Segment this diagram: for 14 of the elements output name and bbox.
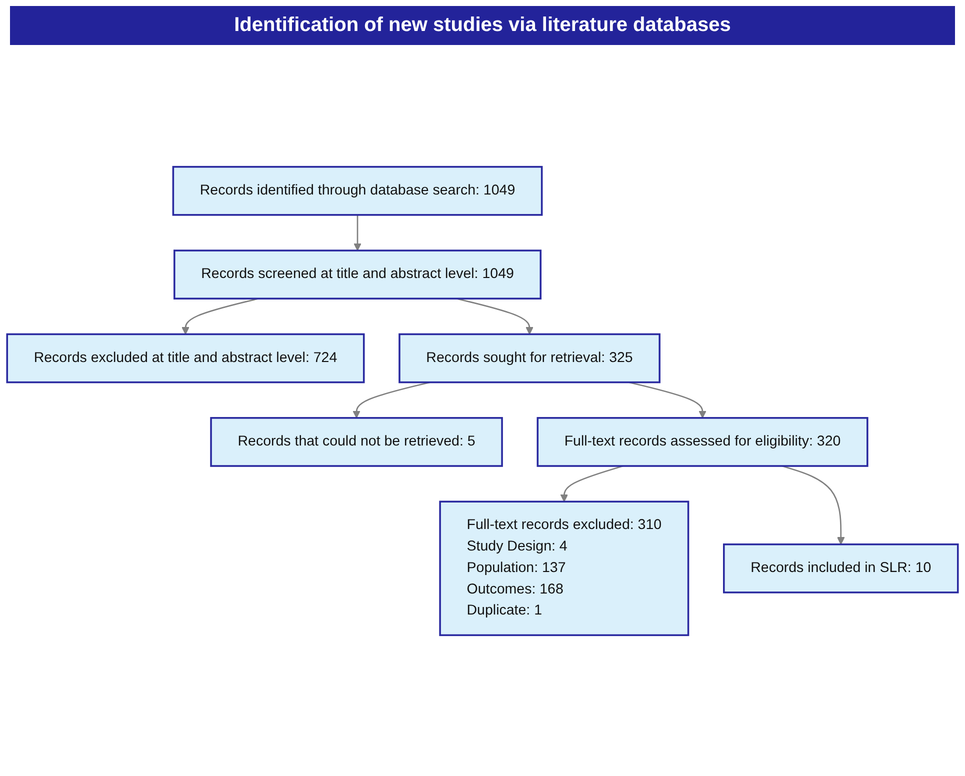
arrow	[352, 382, 430, 418]
node-box: Records excluded at title and abstract level: 724	[6, 333, 365, 384]
node-box: Full-text records assessed for eligibility: 320	[536, 417, 868, 467]
node-box: Records screened at title and abstract level: 1049	[174, 250, 542, 300]
arrow	[628, 382, 706, 418]
node-box: Records sought for retrieval: 325	[398, 333, 660, 384]
title-banner: Identification of new studies via literature databases	[10, 6, 955, 45]
node-box: Records identified through database search: 1049	[172, 166, 543, 216]
arrow	[560, 465, 624, 502]
arrow	[782, 465, 845, 545]
arrow	[354, 214, 362, 251]
node-box: Full-text records excluded: 310 Study Design: 4 Population: 137 Outcomes: 168 Duplicate: 1	[439, 500, 690, 636]
node-box: Records that could not be retrieved: 5	[210, 417, 503, 467]
node-box: Records included in SLR: 10	[723, 543, 959, 594]
